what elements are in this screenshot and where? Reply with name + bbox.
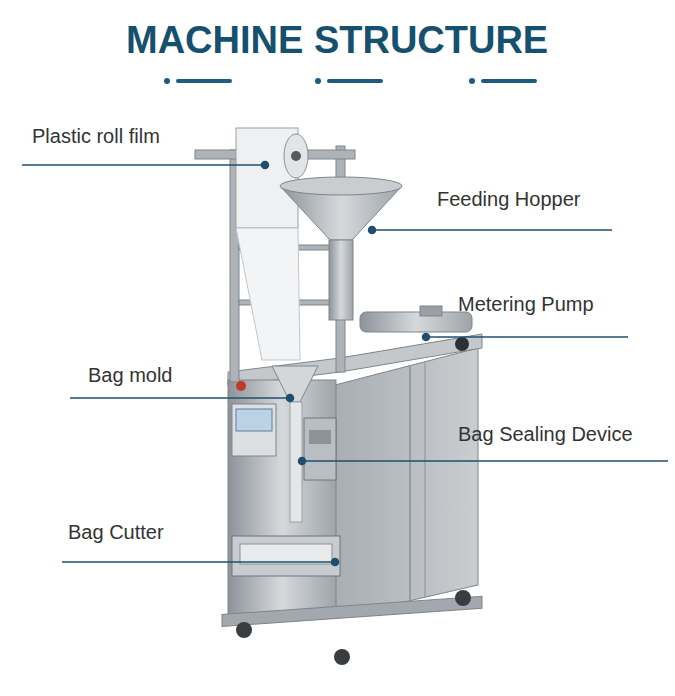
part-label: Metering Pump: [458, 293, 594, 315]
sealing-device: [304, 418, 336, 480]
leader-line: [287, 395, 294, 402]
cabinet: [228, 380, 336, 618]
feeding-hopper: [280, 177, 402, 195]
part-label: Bag Cutter: [68, 521, 164, 543]
leader-line: [423, 334, 430, 341]
leader-line: [369, 227, 376, 234]
wheels: [236, 590, 471, 665]
film-roll: [291, 151, 301, 161]
title-decoration: [315, 78, 321, 84]
sealing-device: [309, 430, 331, 444]
leader-line: [332, 559, 339, 566]
film-roll: [284, 134, 308, 178]
control-panel: [232, 404, 276, 456]
bag-cutter: [232, 536, 340, 576]
metering-pump: [420, 306, 442, 316]
film-roll: [236, 128, 308, 360]
bag-cutter: [240, 544, 332, 564]
title-decoration: [327, 79, 383, 83]
leader-line: [62, 561, 335, 563]
metering-pump: [360, 312, 472, 332]
leader-line: [70, 397, 290, 399]
leader-line: [302, 460, 668, 462]
control-panel: [236, 409, 272, 431]
bag-cutter: [232, 536, 340, 576]
title-decoration: [481, 79, 537, 83]
title-decoration: [164, 78, 170, 84]
film-roll: [236, 228, 300, 360]
metering-pump: [360, 306, 472, 351]
part-label: Bag mold: [88, 364, 173, 386]
feeding-hopper: [329, 240, 353, 320]
part-label: Plastic roll film: [32, 125, 160, 147]
cabinet: [409, 366, 411, 600]
cabinet: [222, 596, 482, 626]
title-decoration: [164, 78, 537, 84]
leader-line: [426, 336, 628, 338]
leader-line: [262, 162, 269, 169]
part-label: Bag Sealing Device: [458, 423, 633, 445]
cabinet: [335, 348, 478, 618]
wheels: [455, 590, 471, 606]
sealing-device: [304, 418, 336, 480]
leader-line: [372, 229, 612, 231]
part-label: Feeding Hopper: [437, 188, 580, 210]
wheels: [334, 649, 350, 665]
bag-mold: [272, 366, 318, 402]
metering-pump: [455, 337, 469, 351]
control-panel: [232, 381, 276, 456]
title-decoration: [176, 79, 232, 83]
control-panel: [236, 381, 246, 391]
leader-line: [22, 164, 265, 166]
title-decoration: [469, 78, 475, 84]
wheels: [236, 622, 252, 638]
title: MACHINE STRUCTURE: [126, 20, 548, 62]
cabinet: [222, 334, 482, 626]
feeding-hopper: [280, 177, 402, 320]
leader-line: [22, 162, 668, 566]
cabinet: [425, 362, 426, 597]
leader-line: [299, 458, 306, 465]
